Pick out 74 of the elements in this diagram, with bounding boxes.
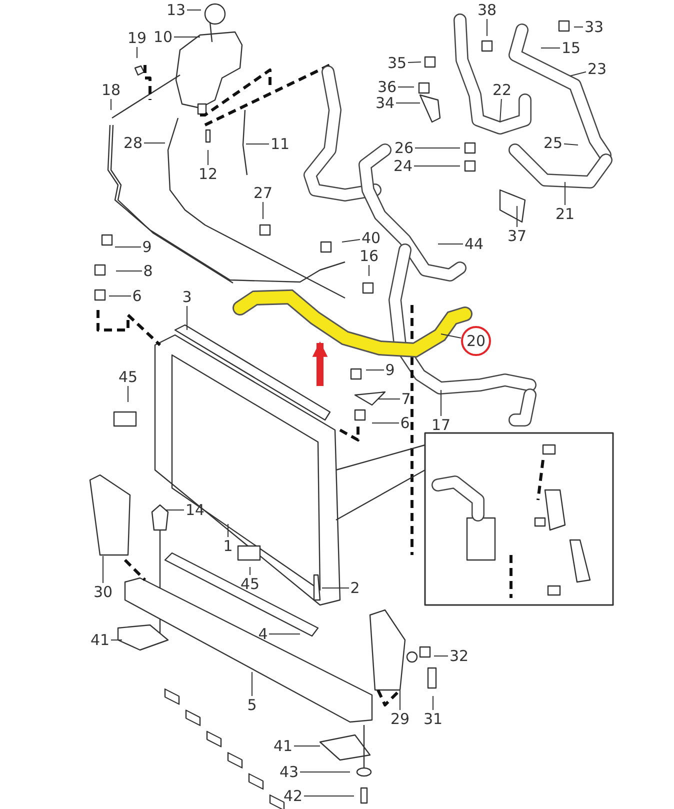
leader-line [564, 143, 578, 146]
callout-number: 13 [165, 1, 187, 19]
leader-line [110, 98, 112, 110]
callout-number: 17 [430, 416, 452, 434]
callout-number: 12 [197, 165, 219, 183]
leader-line [564, 182, 566, 206]
leader-line [396, 102, 420, 104]
callout-number: 26 [393, 139, 415, 157]
pointer-arrow [312, 341, 328, 386]
highlighted-callout-number: 20 [461, 326, 491, 356]
callout-number: 25 [542, 134, 564, 152]
leader-line [398, 86, 414, 88]
leader-line [574, 26, 584, 28]
leader-line [440, 390, 442, 416]
leader-line [486, 18, 488, 36]
callout-number: 40 [360, 229, 382, 247]
leader-line [186, 306, 188, 330]
callout-number: 4 [257, 625, 269, 643]
callout-number: 16 [358, 247, 380, 265]
leader-line [372, 422, 400, 424]
leader-line [114, 246, 142, 248]
callout-number: 11 [269, 135, 291, 153]
callout-number: 27 [252, 184, 274, 202]
leader-line [516, 206, 518, 228]
callout-number: 41 [89, 631, 111, 649]
leader-line [440, 334, 462, 338]
callout-number: 44 [463, 235, 485, 253]
callout-number: 23 [586, 60, 608, 78]
callout-number: 6 [131, 287, 143, 305]
callout-number: 7 [400, 390, 412, 408]
callout-number: 45 [117, 368, 139, 386]
callout-number: 3 [181, 288, 193, 306]
leader-line [378, 398, 400, 400]
callout-number: 19 [126, 29, 148, 47]
leader-line [408, 62, 422, 64]
callout-number: 10 [152, 28, 174, 46]
callout-number: 38 [476, 1, 498, 19]
callout-number: 43 [278, 763, 300, 781]
callout-number: 15 [560, 39, 582, 57]
callout-number: 6 [399, 414, 411, 432]
callout-number: 9 [384, 361, 396, 379]
leader-line [102, 556, 104, 584]
leader-line [174, 36, 200, 38]
callout-number: 22 [491, 81, 513, 99]
callout-number: 5 [246, 696, 258, 714]
leader-line [136, 46, 138, 58]
callout-number: 2 [349, 579, 361, 597]
callout-number: 37 [506, 227, 528, 245]
leader-line [570, 71, 586, 76]
callout-number: 30 [92, 583, 114, 601]
callout-number: 33 [583, 18, 605, 36]
leader-line [500, 98, 502, 122]
callout-number: 32 [448, 647, 470, 665]
callout-number: 42 [282, 787, 304, 805]
leader-line [144, 142, 166, 144]
callout-number: 18 [100, 81, 122, 99]
callout-number: 1 [222, 537, 234, 555]
callout-number: 9 [141, 238, 153, 256]
leader-line [342, 239, 360, 242]
callout-number: 45 [239, 575, 261, 593]
callout-number: 31 [422, 710, 444, 728]
leader-line [368, 264, 370, 276]
leader-line [432, 696, 434, 710]
callout-number: 35 [386, 54, 408, 72]
callout-number: 34 [374, 94, 396, 112]
callout-number: 36 [376, 78, 398, 96]
callout-number: 28 [122, 134, 144, 152]
callout-number: 29 [389, 710, 411, 728]
callout-number: 41 [272, 737, 294, 755]
leader-line [116, 270, 142, 272]
callout-number: 21 [554, 205, 576, 223]
callout-number: 24 [392, 157, 414, 175]
callout-number: 8 [142, 262, 154, 280]
leader-line [262, 202, 264, 220]
